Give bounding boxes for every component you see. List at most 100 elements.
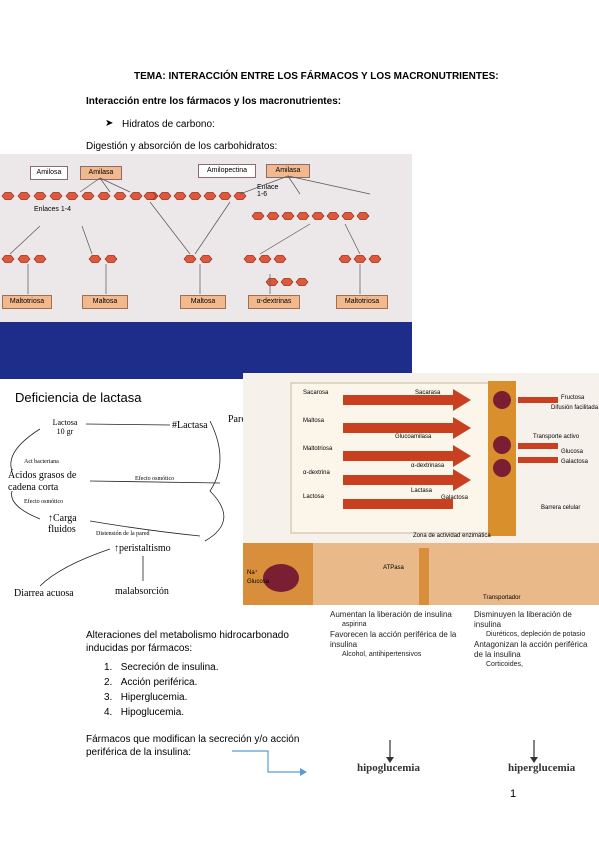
glucose-unit-icon bbox=[49, 192, 63, 200]
effect-left-1-sub: aspirina bbox=[342, 621, 367, 628]
down-arrow-icon bbox=[530, 740, 538, 763]
lbl-peristaltismo: ↑peristaltismo bbox=[114, 543, 171, 554]
bullet-carbohydrates: Hidratos de carbono: bbox=[122, 119, 215, 130]
list-item: 4. Hipoglucemia. bbox=[104, 707, 185, 718]
label-enlace-16: Enlace 1-6 bbox=[257, 184, 279, 198]
glucose-unit-icon bbox=[65, 192, 79, 200]
glucose-unit-icon bbox=[81, 192, 95, 200]
abs-bottom-atpasa: ATPasa bbox=[383, 565, 404, 571]
abs-enzyme-glucoamilasa: Glucoamilasa bbox=[395, 434, 432, 440]
abs-zone-label: Zona de actividad enzimática bbox=[413, 533, 491, 539]
glucose-unit-icon bbox=[143, 192, 157, 200]
abs-row-dextrina: α-dextrina bbox=[303, 470, 330, 476]
glucose-unit-icon bbox=[17, 192, 31, 200]
label-amilopectina: Amilopectina bbox=[198, 164, 256, 178]
effects-right: Disminuyen la liberación de insulina Diu… bbox=[474, 610, 598, 670]
lbl-distension: Distensión de la pared bbox=[96, 531, 150, 537]
abs-right-fructosa: Fructosa bbox=[561, 395, 585, 401]
lbl-diarrea: Diarrea acuosa bbox=[14, 588, 74, 599]
abs-bottom-transportador: Transportador bbox=[483, 595, 521, 601]
glucose-unit-icon bbox=[113, 192, 127, 200]
farmacos-heading: Fármacos que modifican la secreción y/o … bbox=[86, 734, 300, 758]
abs-right-glucosa: Glucosa bbox=[561, 449, 584, 455]
glucose-unit-icon bbox=[281, 212, 295, 220]
glucose-unit-icon bbox=[1, 255, 15, 263]
list-item: 2. Acción periférica. bbox=[104, 677, 198, 688]
abs-enzyme-dextrinasa: α-dextrinasa bbox=[411, 463, 445, 469]
page-number: 1 bbox=[510, 788, 517, 800]
glucose-unit-icon bbox=[1, 192, 15, 200]
digestion-heading: Digestión y absorción de los carbohidrat… bbox=[86, 141, 278, 152]
label-maltotriosa-2: Maltotriosa bbox=[336, 295, 388, 309]
lbl-efecto-osmotico: Efecto osmótico bbox=[24, 499, 64, 505]
lbl-efecto-osmotico-col: Efecto osmótico bbox=[135, 476, 175, 482]
glucose-unit-icon bbox=[183, 255, 197, 263]
arrow-icon bbox=[232, 750, 307, 776]
alteraciones-heading: Alteraciones del metabolismo hidrocarbon… bbox=[86, 630, 289, 654]
glucose-unit-icon bbox=[33, 255, 47, 263]
glucose-unit-icon bbox=[273, 255, 287, 263]
glucose-unit-icon bbox=[218, 192, 232, 200]
alteraciones-list: 1. Secreción de insulina. 2. Acción peri… bbox=[104, 662, 219, 722]
abs-right-transporte: Transporte activo bbox=[533, 434, 580, 440]
list-item: 3. Hiperglucemia. bbox=[104, 692, 188, 703]
glucose-unit-icon bbox=[203, 192, 217, 200]
glucose-unit-icon bbox=[158, 192, 172, 200]
label-maltosa-2: Maltosa bbox=[180, 295, 226, 309]
lbl-carga-fluidos: ↑Carga fluidos bbox=[48, 513, 77, 535]
lbl-act-bacteriana: Act bacteriana bbox=[24, 459, 59, 465]
glucose-unit-icon bbox=[280, 278, 294, 286]
abs-enzyme-sacarasa: Sacarasa bbox=[415, 390, 441, 396]
glucose-unit-icon bbox=[243, 255, 257, 263]
down-arrow-icon bbox=[386, 740, 394, 763]
effect-left-2: Favorecen la acción periférica de la ins… bbox=[330, 630, 457, 649]
glucose-unit-icon bbox=[296, 212, 310, 220]
glucose-unit-icon bbox=[356, 212, 370, 220]
lactase-title: Deficiencia de lactasa bbox=[15, 390, 142, 405]
glucose-unit-icon bbox=[353, 255, 367, 263]
lbl-lactosa: Lactosa 10 gr bbox=[52, 418, 78, 436]
list-item: 1. Secreción de insulina. bbox=[104, 662, 219, 673]
effect-right-2-sub: Corticoides, bbox=[486, 661, 523, 668]
abs-right-galactosa: Galactosa bbox=[561, 459, 589, 465]
label-amilasa-2: Amilasa bbox=[266, 164, 310, 178]
glucose-unit-icon bbox=[338, 255, 352, 263]
glucose-unit-icon bbox=[88, 255, 102, 263]
bullet-arrow-icon: ➤ bbox=[105, 118, 114, 129]
abs-right-barrera: Barrera celular bbox=[541, 505, 581, 511]
glucose-unit-icon bbox=[311, 212, 325, 220]
glucose-unit-icon bbox=[173, 192, 187, 200]
effect-right-1-sub: Diuréticos, depleción de potasio bbox=[486, 631, 586, 638]
glucose-unit-icon bbox=[258, 255, 272, 263]
abs-row-maltosa: Maltosa bbox=[303, 418, 325, 424]
effect-right-2: Antagonizan la acción periférica de la i… bbox=[474, 640, 588, 659]
hipoglucemia-label: hipoglucemia bbox=[357, 762, 420, 774]
label-enlaces-14: Enlaces 1-4 bbox=[34, 206, 71, 213]
absorption-drawing bbox=[243, 381, 599, 605]
lbl-lactasa: #Lactasa bbox=[172, 420, 208, 431]
glucose-unit-icon bbox=[233, 192, 247, 200]
hexagon-chains bbox=[1, 175, 382, 294]
glucose-unit-icon bbox=[326, 212, 340, 220]
glucose-unit-icon bbox=[341, 212, 355, 220]
effect-left-2-sub: Alcohol, antihipertensivos bbox=[342, 651, 422, 658]
label-amilosa: Amilosa bbox=[30, 166, 68, 180]
abs-bottom-glucosa: Glucosa bbox=[247, 579, 270, 585]
abs-row-lactosa: Lactosa bbox=[303, 494, 325, 500]
glucose-unit-icon bbox=[368, 255, 382, 263]
abs-row-sacarosa: Sacarosa bbox=[303, 390, 329, 396]
glucose-unit-icon bbox=[265, 278, 279, 286]
glucose-unit-icon bbox=[266, 212, 280, 220]
label-maltotriosa-1: Maltotriosa bbox=[2, 295, 52, 309]
figure-blue-band bbox=[0, 322, 412, 379]
intestinal-absorption-figure: Sacarosa Maltosa Maltotriosa α-dextrina … bbox=[243, 373, 599, 605]
abs-enzyme-lactasa: Lactasa bbox=[411, 488, 433, 494]
glucose-unit-icon bbox=[199, 255, 213, 263]
lactase-arrows bbox=[10, 420, 225, 587]
lbl-malabsorcion: malabsorción bbox=[115, 586, 169, 597]
carb-digestion-figure: Amilosa Amilasa Amilopectina Amilasa Enl… bbox=[0, 154, 412, 379]
glucose-unit-icon bbox=[251, 212, 265, 220]
section-subtitle: Interacción entre los fármacos y los mac… bbox=[86, 96, 342, 107]
effect-left-1: Aumentan la liberación de insulina bbox=[330, 610, 452, 619]
effects-left: Aumentan la liberación de insulina aspir… bbox=[330, 610, 470, 660]
